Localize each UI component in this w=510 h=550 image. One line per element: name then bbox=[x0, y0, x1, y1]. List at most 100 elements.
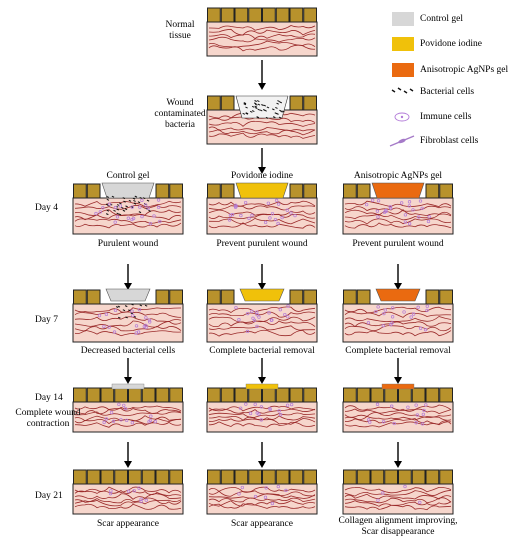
immune-cell bbox=[418, 199, 423, 203]
legend-label-control-gel: Control gel bbox=[420, 14, 464, 24]
epidermis-cell bbox=[220, 7, 235, 23]
bacterial-cell bbox=[263, 104, 267, 107]
tissue-day4-agnps bbox=[342, 182, 454, 235]
bacterial-cell bbox=[116, 212, 119, 215]
bacterial-cell bbox=[113, 209, 116, 212]
bacterial-cell bbox=[282, 110, 285, 113]
immune-cell bbox=[130, 205, 134, 209]
immune-cell bbox=[411, 312, 416, 316]
collagen-fiber bbox=[344, 500, 452, 507]
bacterial-cell bbox=[105, 213, 109, 216]
column-header-agnps-gel: Anisotropic AgNPs gel bbox=[353, 171, 443, 181]
immune-cell bbox=[250, 213, 254, 217]
epidermis-cell bbox=[370, 387, 385, 403]
arrow-day14-to-day21-control bbox=[124, 442, 132, 468]
immune-cell bbox=[276, 221, 280, 226]
epidermis-cell bbox=[73, 289, 87, 305]
collagen-fiber bbox=[208, 120, 316, 127]
collagen-fiber bbox=[208, 213, 316, 220]
immune-cell bbox=[420, 206, 424, 210]
bacterial-cell bbox=[131, 303, 134, 306]
epidermis-cell bbox=[207, 95, 221, 111]
immune-cell bbox=[409, 315, 413, 319]
immune-cell bbox=[418, 500, 422, 505]
epidermis-cell bbox=[425, 387, 440, 403]
immune-cell bbox=[390, 404, 394, 408]
arrow-day7-to-day14-povidone bbox=[258, 358, 266, 384]
immune-cell bbox=[289, 211, 293, 215]
arrow-day7-to-day14-agnps bbox=[394, 358, 402, 384]
tissue-day21-control bbox=[72, 469, 184, 515]
immune-cell bbox=[107, 325, 111, 329]
bacterial-cell bbox=[123, 200, 126, 203]
immune-cell-icon-nucleus bbox=[400, 115, 404, 119]
epidermis-cell bbox=[234, 7, 249, 23]
immune-cell bbox=[407, 200, 412, 204]
collagen-fiber bbox=[74, 204, 182, 210]
bacterial-cell bbox=[254, 103, 258, 106]
epidermis-cell bbox=[343, 387, 357, 403]
immune-cell bbox=[382, 311, 386, 316]
tissue-day7-control bbox=[72, 288, 184, 343]
collagen-fiber bbox=[208, 209, 316, 216]
immune-cell bbox=[246, 311, 250, 316]
collagen-fiber bbox=[208, 116, 316, 123]
epidermis-cell bbox=[356, 183, 371, 199]
epidermis-cell bbox=[303, 95, 317, 111]
epidermis-cell bbox=[425, 289, 440, 305]
bacteria-icon bbox=[403, 90, 408, 94]
collagen-fiber bbox=[74, 214, 182, 221]
collagen-fiber bbox=[208, 418, 316, 425]
collagen-fiber bbox=[208, 325, 316, 331]
immune-cell bbox=[146, 206, 150, 210]
immune-cell bbox=[239, 213, 243, 218]
caption-day4-agnps: Prevent purulent wound bbox=[352, 239, 444, 249]
collagen-fiber bbox=[208, 129, 316, 136]
epidermis-cell bbox=[262, 469, 276, 485]
immune-cell bbox=[112, 330, 117, 334]
immune-cell bbox=[427, 215, 431, 219]
epidermis-cell bbox=[275, 469, 290, 485]
immune-cell bbox=[113, 220, 117, 224]
immune-cell bbox=[259, 405, 264, 409]
collagen-fiber bbox=[208, 500, 316, 507]
epidermis-cell bbox=[439, 289, 453, 305]
bacterial-cell bbox=[137, 201, 141, 204]
epidermis-cell bbox=[356, 469, 371, 485]
collagen-fiber bbox=[208, 222, 316, 229]
immune-cell bbox=[134, 324, 139, 328]
collagen-fiber bbox=[344, 486, 452, 494]
column-header-control-gel: Control gel bbox=[106, 171, 150, 181]
collagen-fiber bbox=[344, 218, 452, 225]
immune-cell bbox=[255, 324, 259, 329]
immune-cell bbox=[130, 309, 134, 313]
immune-cell bbox=[153, 419, 157, 424]
epidermis-cell bbox=[207, 7, 221, 23]
epidermis-cell bbox=[220, 387, 235, 403]
immune-cell bbox=[270, 212, 275, 216]
arrow-day14-to-day21-povidone bbox=[258, 442, 266, 468]
epidermis-cell bbox=[384, 469, 398, 485]
epidermis-cell bbox=[411, 387, 426, 403]
immune-cell bbox=[403, 220, 408, 224]
bacterial-cell bbox=[106, 195, 110, 198]
dermis bbox=[72, 197, 184, 235]
bacterial-cell bbox=[128, 309, 131, 312]
collagen-fiber bbox=[344, 415, 452, 421]
epidermis-cell bbox=[439, 469, 453, 485]
epidermis-cell bbox=[425, 469, 440, 485]
immune-cell bbox=[388, 206, 393, 211]
bacterial-cell bbox=[117, 305, 121, 308]
immune-cell bbox=[383, 308, 387, 312]
tissue-day7-povidone bbox=[206, 288, 318, 343]
immune-cell bbox=[426, 219, 431, 224]
epidermis-cell bbox=[73, 183, 87, 199]
arrow-day14-to-day21-agnps bbox=[394, 442, 402, 468]
collagen-fiber bbox=[208, 408, 316, 414]
bacterial-cell bbox=[133, 202, 137, 205]
row-label-day4: Day 4 bbox=[35, 203, 58, 213]
epidermis-cell bbox=[73, 469, 87, 485]
epidermis-cell bbox=[169, 387, 183, 403]
immune-cell bbox=[109, 410, 114, 415]
bacterial-cell bbox=[275, 106, 278, 109]
